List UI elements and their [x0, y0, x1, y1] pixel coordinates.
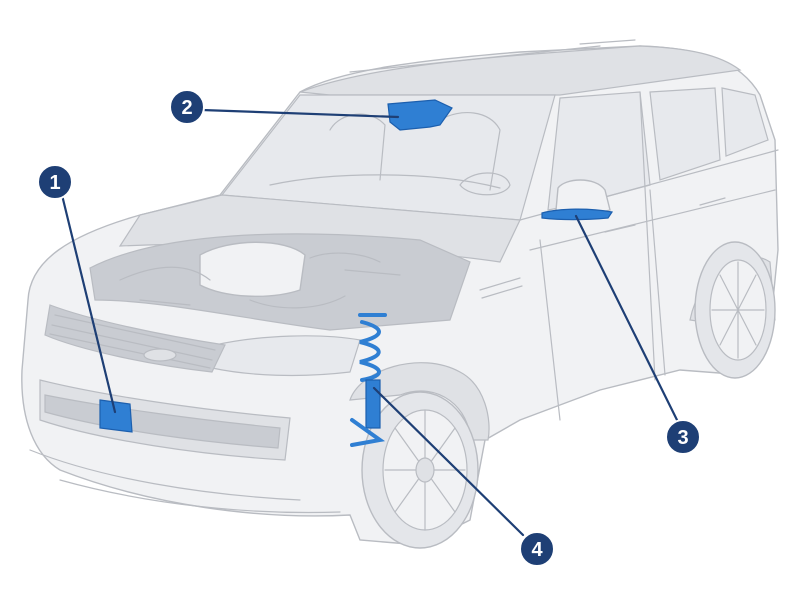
highlighted-components	[99, 99, 614, 447]
leader-line-2	[200, 108, 400, 119]
leader-line-3	[574, 214, 680, 424]
door-handle-rear	[699, 197, 726, 206]
leader-line-4	[372, 386, 525, 537]
engine-cover	[199, 241, 306, 297]
callout-3: 3	[665, 419, 701, 455]
callout-number: 3	[677, 427, 688, 449]
engine-detail	[119, 252, 401, 309]
windscreen-camera	[387, 99, 453, 131]
rear-side-window	[649, 87, 721, 181]
front-wheel-hub	[415, 457, 435, 483]
fender-vent	[479, 277, 523, 299]
door-handle-front	[604, 224, 636, 233]
door-mirror-camera	[541, 208, 614, 221]
vehicle-illustration	[21, 39, 779, 549]
quarter-window	[721, 87, 769, 157]
callout-4: 4	[519, 531, 555, 567]
steering-wheel	[459, 172, 511, 196]
door-seams	[539, 189, 666, 421]
front-radar-sensor	[99, 399, 133, 433]
callout-badge	[37, 164, 73, 200]
callout-badge	[665, 419, 701, 455]
callout-2: 2	[169, 89, 205, 125]
leader-line-1	[60, 193, 117, 414]
headlight	[211, 335, 361, 377]
roof	[299, 45, 742, 96]
callout-number: 4	[531, 539, 543, 561]
interior-seat	[269, 112, 501, 191]
callout-number: 2	[181, 97, 192, 119]
callout-badge	[519, 531, 555, 567]
front-wheel-arch	[349, 362, 490, 441]
callout-1: 1	[37, 164, 73, 200]
rear-wheel-spokes	[711, 261, 765, 359]
badge-emblem	[143, 348, 177, 362]
bumper-lines	[29, 449, 341, 514]
callout-number: 1	[49, 172, 60, 194]
front-grille	[44, 304, 226, 373]
roof-rail	[349, 39, 636, 73]
grille-slats	[49, 314, 216, 369]
leader-lines	[60, 108, 680, 537]
callout-badge	[169, 89, 205, 125]
